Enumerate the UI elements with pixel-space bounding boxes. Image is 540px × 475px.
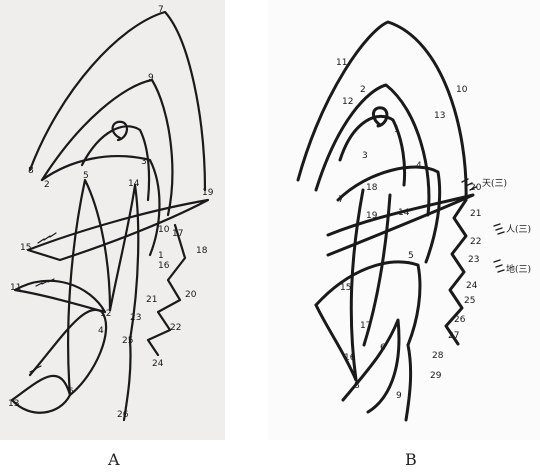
caption-a: A (108, 450, 120, 469)
stroke-number: 7 (338, 195, 344, 205)
stroke-number: 16 (344, 353, 356, 363)
stroke-number: 29 (430, 371, 442, 381)
stroke-number: 14 (128, 179, 140, 189)
side-labels: 天(三) 人(三) 地(三) (482, 178, 531, 275)
stroke-number: 21 (146, 295, 157, 305)
stroke-number: 13 (434, 111, 445, 121)
stroke-number: 6 (380, 343, 386, 353)
stroke-number: 22 (170, 323, 181, 333)
sketch-panel-a: 1 2 3 4 5 6 7 8 9 10 11 12 13 14 15 16 1… (0, 0, 225, 440)
stroke-bottom-loop (12, 376, 70, 413)
stroke-number: 24 (152, 359, 164, 369)
stroke-number: 10 (158, 225, 170, 235)
stroke-number: 25 (464, 296, 475, 306)
stroke-number: 21 (470, 209, 481, 219)
stroke-second-curve (42, 80, 172, 215)
stroke-number: 11 (336, 58, 347, 68)
stroke-number: 1 (394, 125, 400, 135)
stroke-number: 24 (466, 281, 478, 291)
stroke-lower-tongue (15, 281, 105, 312)
stroke-number: 17 (172, 229, 183, 239)
stroke-number: 23 (130, 313, 141, 323)
stroke-number: 7 (158, 5, 164, 15)
stroke-second-curve (316, 85, 429, 215)
stroke-number: 18 (366, 183, 378, 193)
stroke-cross-band (328, 195, 473, 255)
stroke-number: 4 (416, 161, 422, 171)
stroke-vertical-a (68, 180, 110, 395)
stroke-number: 1 (158, 251, 164, 261)
caption-b: B (405, 450, 417, 469)
stroke-spiral (113, 122, 127, 140)
side-label-human: 人(三) (506, 224, 531, 235)
stroke-number: 8 (354, 381, 360, 391)
stroke-number: 10 (456, 85, 468, 95)
side-label-earth: 地(三) (506, 263, 531, 275)
stroke-number: 15 (340, 283, 351, 293)
stroke-number: 5 (83, 171, 89, 181)
stroke-vertical-left (351, 190, 363, 380)
stroke-number: 8 (28, 166, 34, 176)
side-label-heaven: 天(三) (482, 178, 507, 189)
stroke-number: 5 (408, 251, 414, 261)
stroke-number: 9 (148, 73, 154, 83)
stroke-tail (124, 340, 131, 420)
stroke-upper-tongue (42, 156, 159, 255)
stroke-number: 26 (454, 315, 466, 325)
stroke-number: 16 (158, 261, 170, 271)
sketch-a-drawing: 1 2 3 4 5 6 7 8 9 10 11 12 13 14 15 16 1… (0, 0, 225, 440)
stroke-number: 27 (448, 331, 459, 341)
stroke-number: 9 (396, 391, 402, 401)
stroke-number: 20 (470, 183, 482, 193)
stroke-number: 28 (432, 351, 444, 361)
stroke-number: 4 (98, 326, 104, 336)
stroke-number: 3 (141, 157, 147, 167)
stroke-number: 14 (398, 208, 410, 218)
stroke-outer-curve (30, 12, 205, 190)
stroke-number: 13 (8, 399, 19, 409)
stroke-number: 15 (20, 243, 31, 253)
stroke-number: 2 (360, 85, 366, 95)
stroke-number: 12 (100, 309, 111, 319)
stroke-number: 6 (68, 387, 74, 397)
stroke-number: 19 (202, 188, 214, 198)
stroke-number: 26 (117, 410, 129, 420)
stroke-number: 22 (470, 237, 481, 247)
stroke-number: 25 (122, 336, 133, 346)
stroke-number: 18 (196, 246, 208, 256)
stroke-number: 11 (10, 283, 21, 293)
sketch-panel-b: 1 2 3 4 5 6 7 8 9 10 11 12 13 14 15 16 1… (268, 0, 540, 440)
stroke-number: 20 (185, 290, 197, 300)
stroke-number: 3 (362, 151, 368, 161)
stroke-number: 23 (468, 255, 479, 265)
stroke-number: 12 (342, 97, 353, 107)
stroke-number: 19 (366, 211, 378, 221)
stroke-tail (406, 345, 411, 420)
stroke-number: 17 (360, 321, 371, 331)
sketch-b-drawing: 1 2 3 4 5 6 7 8 9 10 11 12 13 14 15 16 1… (268, 0, 540, 440)
stroke-number: 2 (44, 180, 50, 190)
